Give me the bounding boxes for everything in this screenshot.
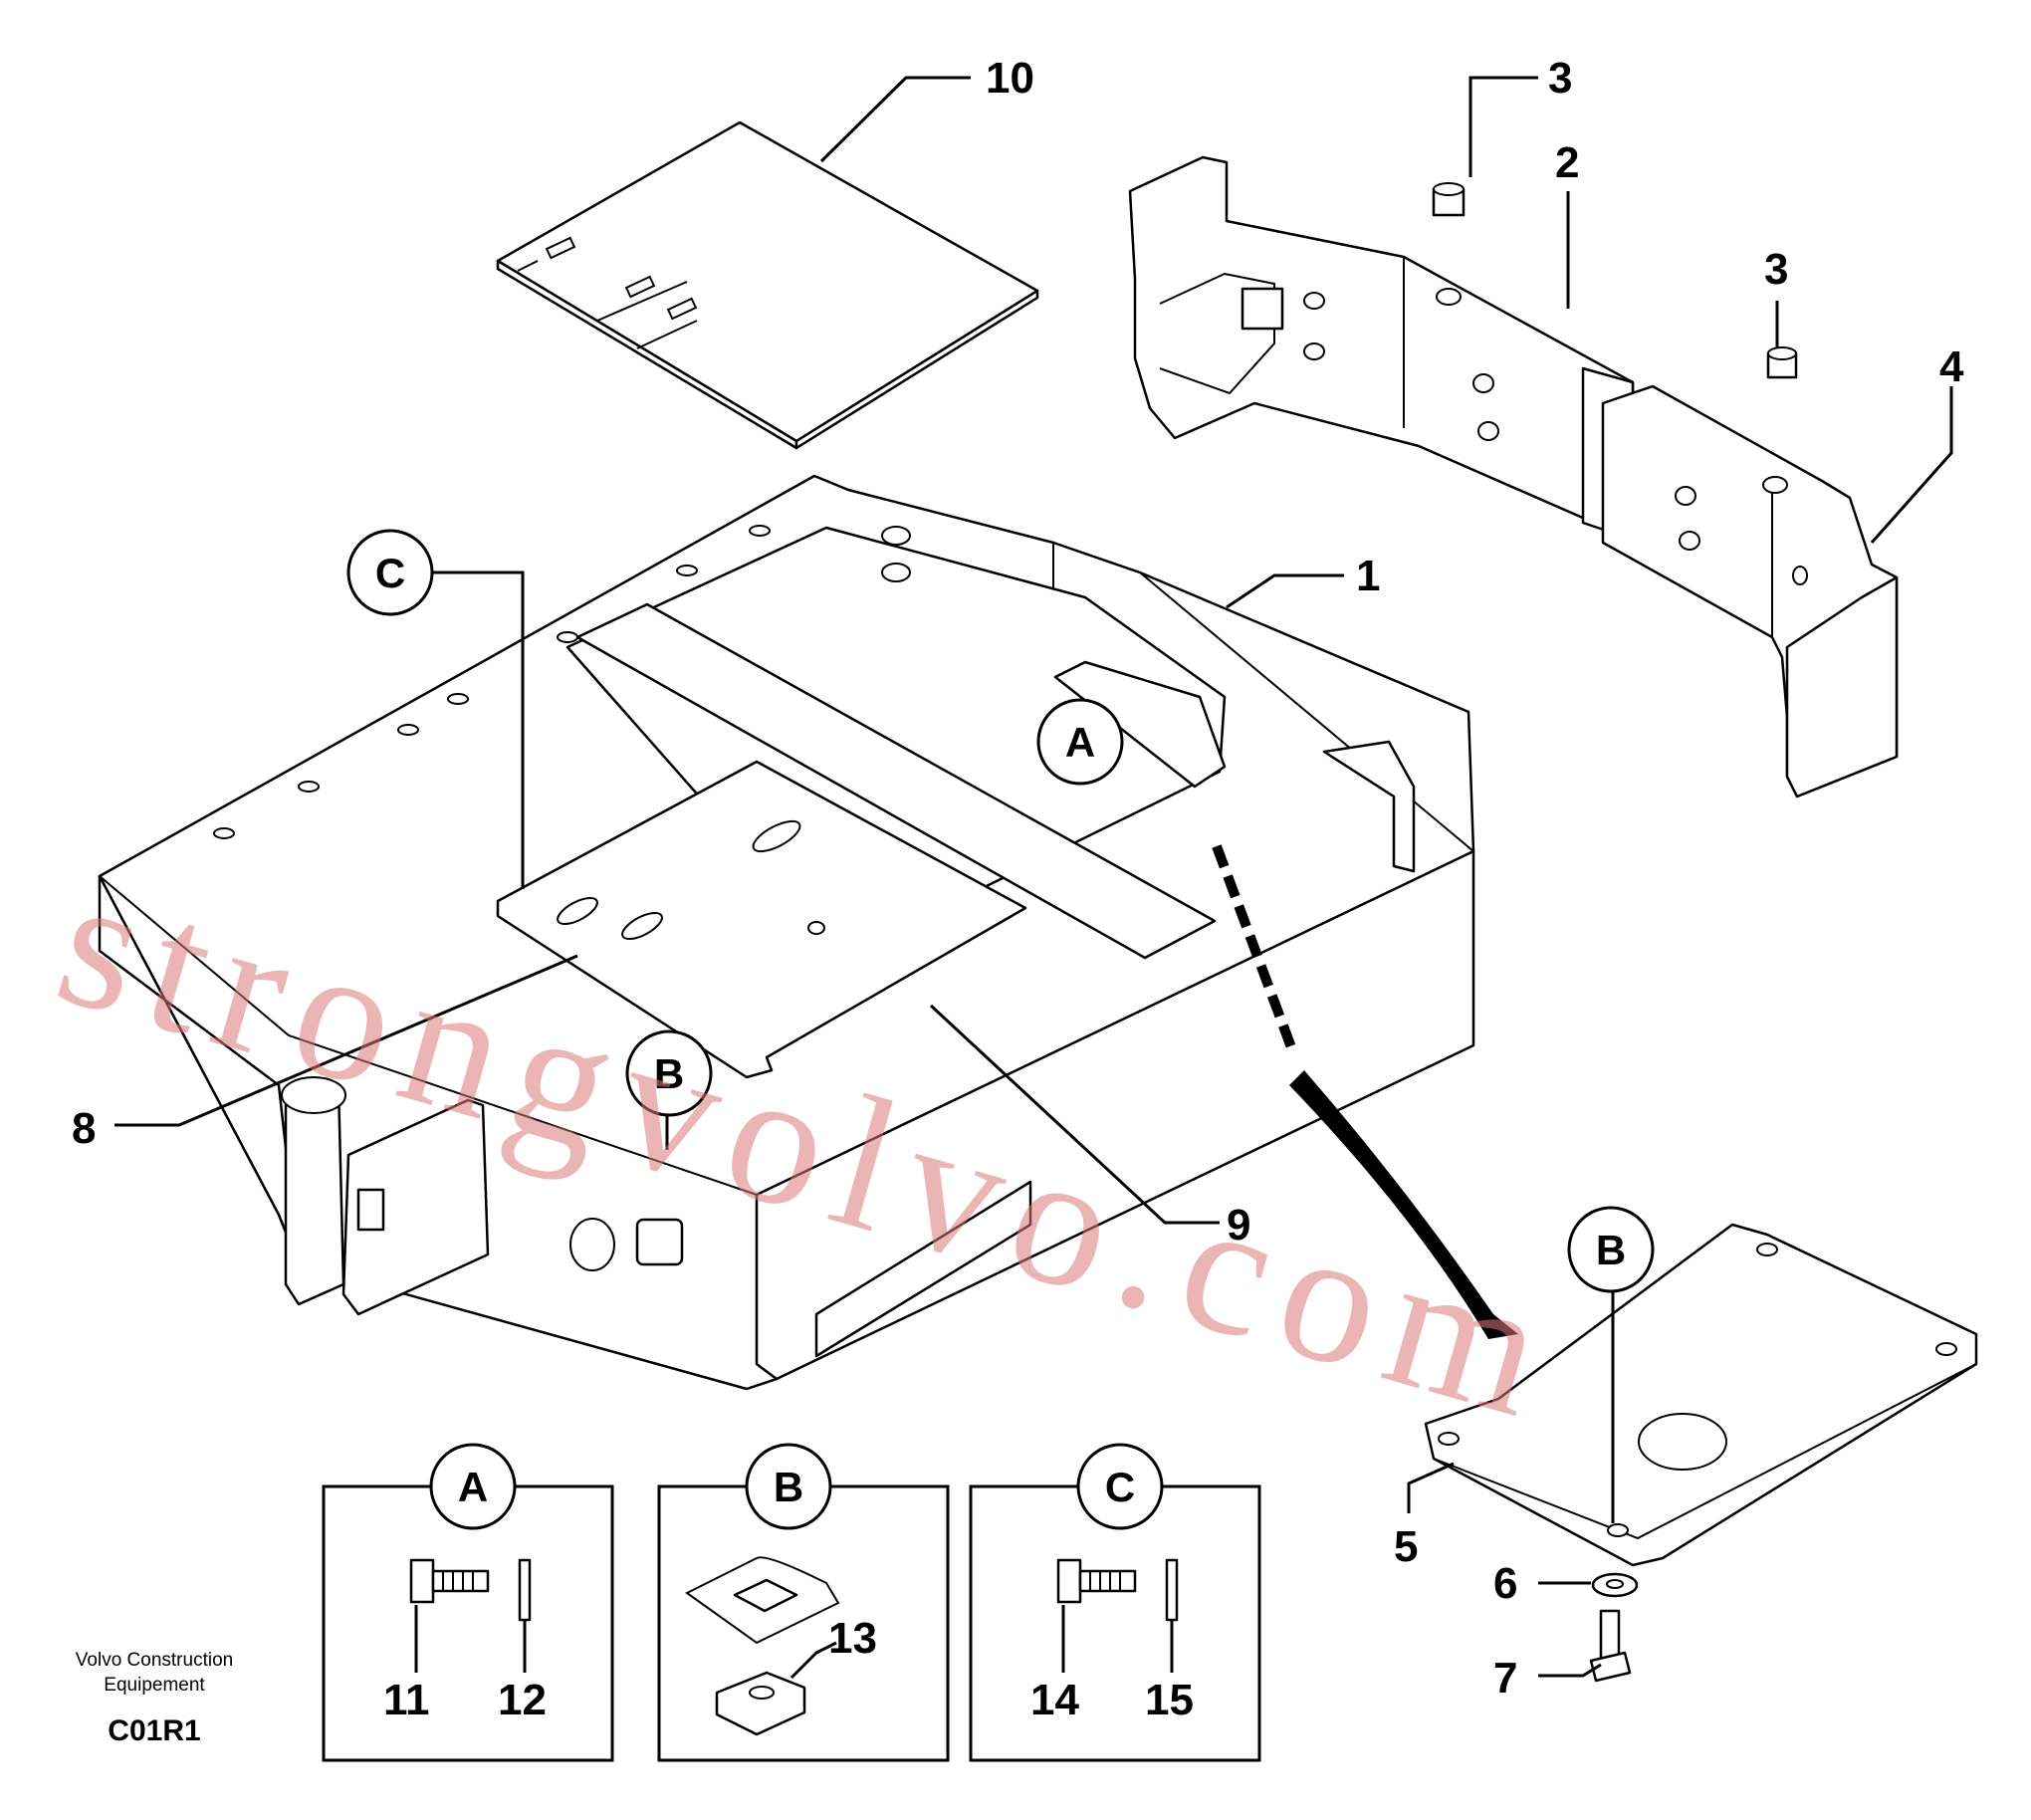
- part-number-2: 2: [1555, 138, 1579, 187]
- callout-b-main: B: [625, 1029, 713, 1117]
- part-2-rear-bracket-left: [1128, 155, 1635, 542]
- svg-text:A: A: [1065, 719, 1095, 766]
- part-number-11: 11: [383, 1676, 430, 1724]
- part-number-15: 15: [1145, 1676, 1194, 1724]
- leader-lines: [114, 76, 1953, 1678]
- part-number-7: 7: [1493, 1654, 1517, 1703]
- diagram-code: C01R1: [108, 1714, 200, 1747]
- part-15-washer: [1165, 1558, 1179, 1622]
- svg-text:B: B: [1596, 1227, 1626, 1273]
- part-5-reference-arrow: [1212, 844, 1518, 1339]
- part-number-13: 13: [828, 1614, 877, 1663]
- inset-c: C: [969, 1443, 1261, 1762]
- part-5-bottom-plate: [1424, 1223, 1978, 1567]
- publisher-line-2: Equipement: [104, 1675, 205, 1696]
- part-number-4: 4: [1939, 342, 1964, 391]
- callout-c-main: C: [346, 529, 434, 616]
- part-number-10: 10: [986, 54, 1034, 103]
- svg-text:C: C: [1105, 1464, 1135, 1510]
- part-number-14: 14: [1030, 1676, 1079, 1724]
- part-3-plug-upper: [1432, 182, 1466, 217]
- part-10-cover-plate: [496, 120, 1039, 450]
- part-6-washer: [1591, 1572, 1639, 1598]
- inset-a: A: [322, 1443, 614, 1762]
- svg-text:B: B: [774, 1464, 803, 1510]
- part-7-bolt: [1589, 1609, 1632, 1683]
- part-12-washer: [518, 1558, 532, 1622]
- part-13-cage-nut: [685, 1556, 840, 1736]
- callout-a-main: A: [1036, 698, 1124, 786]
- part-4-rear-bracket-right: [1601, 384, 1899, 798]
- part-number-5: 5: [1394, 1522, 1418, 1571]
- part-number-1: 1: [1356, 552, 1380, 600]
- part-number-8: 8: [72, 1104, 96, 1153]
- svg-text:B: B: [654, 1050, 684, 1097]
- part-number-3a: 3: [1548, 54, 1572, 103]
- part-11-bolt: [409, 1558, 490, 1604]
- part-number-6: 6: [1493, 1559, 1517, 1608]
- part-3-plug-lower: [1766, 346, 1798, 379]
- part-14-bolt: [1056, 1558, 1137, 1604]
- part-number-3b: 3: [1764, 245, 1788, 294]
- part-1-upper-frame: [98, 474, 1475, 1391]
- callout-b-bottom-plate: B: [1567, 1206, 1655, 1293]
- part-number-12: 12: [498, 1676, 547, 1724]
- svg-text:C: C: [375, 550, 405, 596]
- inset-b: B: [657, 1443, 950, 1762]
- part-number-9: 9: [1227, 1201, 1250, 1250]
- publisher-line-1: Volvo Construction: [76, 1650, 233, 1671]
- svg-text:A: A: [458, 1464, 488, 1510]
